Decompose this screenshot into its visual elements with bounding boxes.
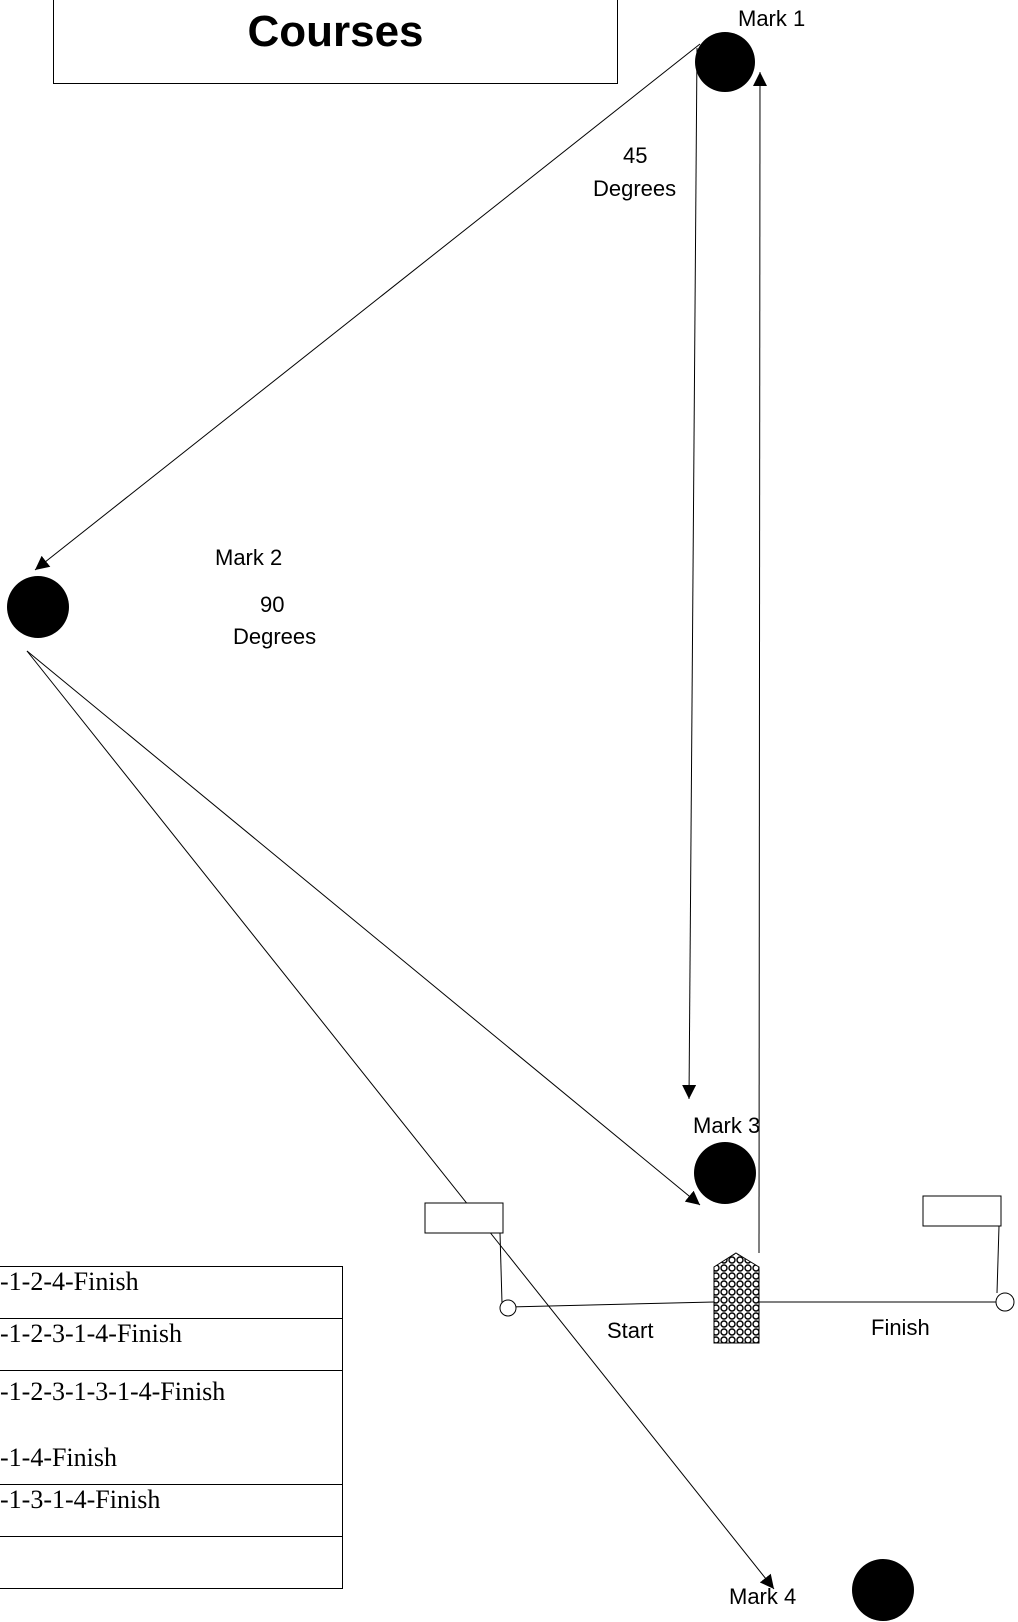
start-flag xyxy=(424,1202,504,1234)
course-sequence: -1-2-3-1-4-Finish xyxy=(0,1319,182,1348)
start-label: Start xyxy=(607,1318,654,1343)
mark-3-label: Mark 3 xyxy=(693,1113,761,1138)
committee-boat xyxy=(713,1252,760,1344)
course-sequence: -1-3-1-4-Finish xyxy=(0,1485,161,1514)
finish-flag-pole xyxy=(996,1225,1000,1294)
mark-2-label: Mark 2 xyxy=(215,545,283,570)
mark-2-angle-unit: Degrees xyxy=(233,624,317,649)
start-line xyxy=(508,1301,715,1308)
mark-4-label: Mark 4 xyxy=(729,1584,797,1609)
finish-pin-buoy xyxy=(995,1292,1015,1312)
mark-1-label: Mark 1 xyxy=(738,6,806,31)
course-sequence: -1-2-4-Finish xyxy=(0,1267,139,1296)
course-row: -1-2-3-1-4-Finish xyxy=(0,1318,343,1371)
mark-4 xyxy=(852,1559,914,1621)
leg-mark2-to-mark3 xyxy=(26,650,701,1206)
mark-1-angle-unit: Degrees xyxy=(593,176,677,201)
course-sequence: -1-2-3-1-3-1-4-Finish xyxy=(0,1377,226,1406)
course-row: -1-2-4-Finish xyxy=(0,1266,343,1319)
course-row: -1-2-3-1-3-1-4-Finish -1-4-Finish xyxy=(0,1370,343,1485)
title-box: Courses xyxy=(53,0,618,84)
course-row xyxy=(0,1536,343,1589)
mark-2 xyxy=(7,576,69,638)
leg-mark1-to-mark2 xyxy=(34,43,701,571)
finish-label: Finish xyxy=(871,1315,930,1340)
mark-1 xyxy=(695,32,755,92)
mark-2-angle-value: 90 xyxy=(260,592,285,617)
start-flag-pole xyxy=(499,1232,503,1304)
course-table: -1-2-4-Finish -1-2-3-1-4-Finish -1-2-3-1… xyxy=(0,1266,343,1589)
page-title: Courses xyxy=(247,7,424,56)
course-row: -1-3-1-4-Finish xyxy=(0,1484,343,1537)
finish-flag xyxy=(922,1195,1002,1227)
mark-1-angle-value: 45 xyxy=(623,143,648,168)
leg-mark1-to-mark3 xyxy=(682,47,698,1100)
leg-start-to-mark1 xyxy=(752,71,767,1254)
course-sequence: -1-4-Finish xyxy=(0,1443,117,1472)
leg-mark2-to-mark4 xyxy=(26,650,775,1590)
start-pin-buoy xyxy=(499,1299,517,1317)
mark-3 xyxy=(694,1142,756,1204)
